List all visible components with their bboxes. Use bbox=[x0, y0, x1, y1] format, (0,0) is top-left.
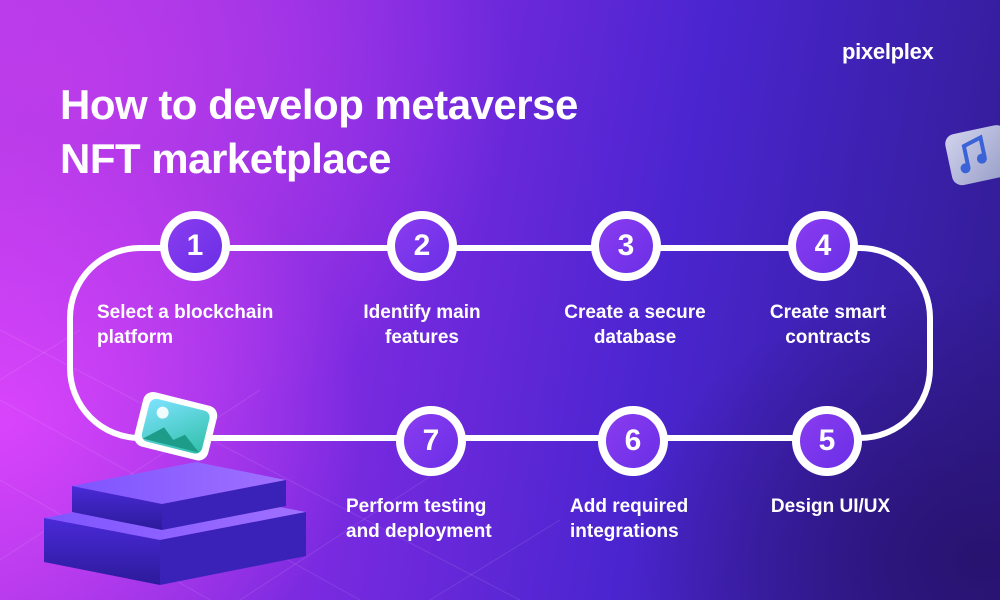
step-label-2-line-1: Identify main bbox=[363, 302, 481, 323]
step-label-5-line-1: Design UI/UX bbox=[770, 496, 891, 517]
step-label-3-line-2: database bbox=[593, 327, 677, 348]
step-label-6-line-1: Add required bbox=[570, 496, 689, 517]
step-number-5: 5 bbox=[800, 414, 854, 468]
page-title: How to develop metaverse NFT marketplace bbox=[60, 78, 578, 186]
step-label-4-line-1: Create smart bbox=[769, 302, 887, 323]
image-icon bbox=[134, 391, 218, 461]
step-label-2: Identify main features bbox=[332, 300, 512, 350]
step-number-4: 4 bbox=[796, 219, 850, 273]
step-node-1: 1 bbox=[160, 211, 230, 281]
step-node-3: 3 bbox=[591, 211, 661, 281]
step-node-4: 4 bbox=[788, 211, 858, 281]
step-label-4-line-2: contracts bbox=[785, 327, 871, 348]
step-label-4: Create smart contracts bbox=[748, 300, 908, 350]
step-number-3: 3 bbox=[599, 219, 653, 273]
step-label-1-line-2: platform bbox=[97, 327, 173, 348]
step-label-6-line-2: integrations bbox=[570, 521, 679, 542]
title-line-2: NFT marketplace bbox=[60, 135, 391, 182]
brand-logo: pixelplex bbox=[842, 39, 934, 64]
step-number-2: 2 bbox=[395, 219, 449, 273]
step-label-1-line-1: Select a blockchain bbox=[97, 302, 274, 323]
step-node-2: 2 bbox=[387, 211, 457, 281]
step-label-6: Add required integrations bbox=[570, 494, 740, 544]
step-label-7: Perform testing and deployment bbox=[346, 494, 546, 544]
step-label-2-line-2: features bbox=[385, 327, 459, 348]
step-node-6: 6 bbox=[598, 406, 668, 476]
step-number-6: 6 bbox=[606, 414, 660, 468]
step-node-5: 5 bbox=[792, 406, 862, 476]
title-line-1: How to develop metaverse bbox=[60, 81, 578, 128]
step-label-7-line-1: Perform testing bbox=[346, 496, 487, 517]
step-number-1: 1 bbox=[168, 219, 222, 273]
step-label-3-line-1: Create a secure bbox=[564, 302, 706, 323]
step-node-7: 7 bbox=[396, 406, 466, 476]
step-label-1: Select a blockchain platform bbox=[97, 300, 327, 350]
step-number-7: 7 bbox=[404, 414, 458, 468]
step-label-3: Create a secure database bbox=[540, 300, 730, 350]
step-label-5: Design UI/UX bbox=[748, 494, 913, 519]
step-label-7-line-2: and deployment bbox=[346, 521, 492, 542]
